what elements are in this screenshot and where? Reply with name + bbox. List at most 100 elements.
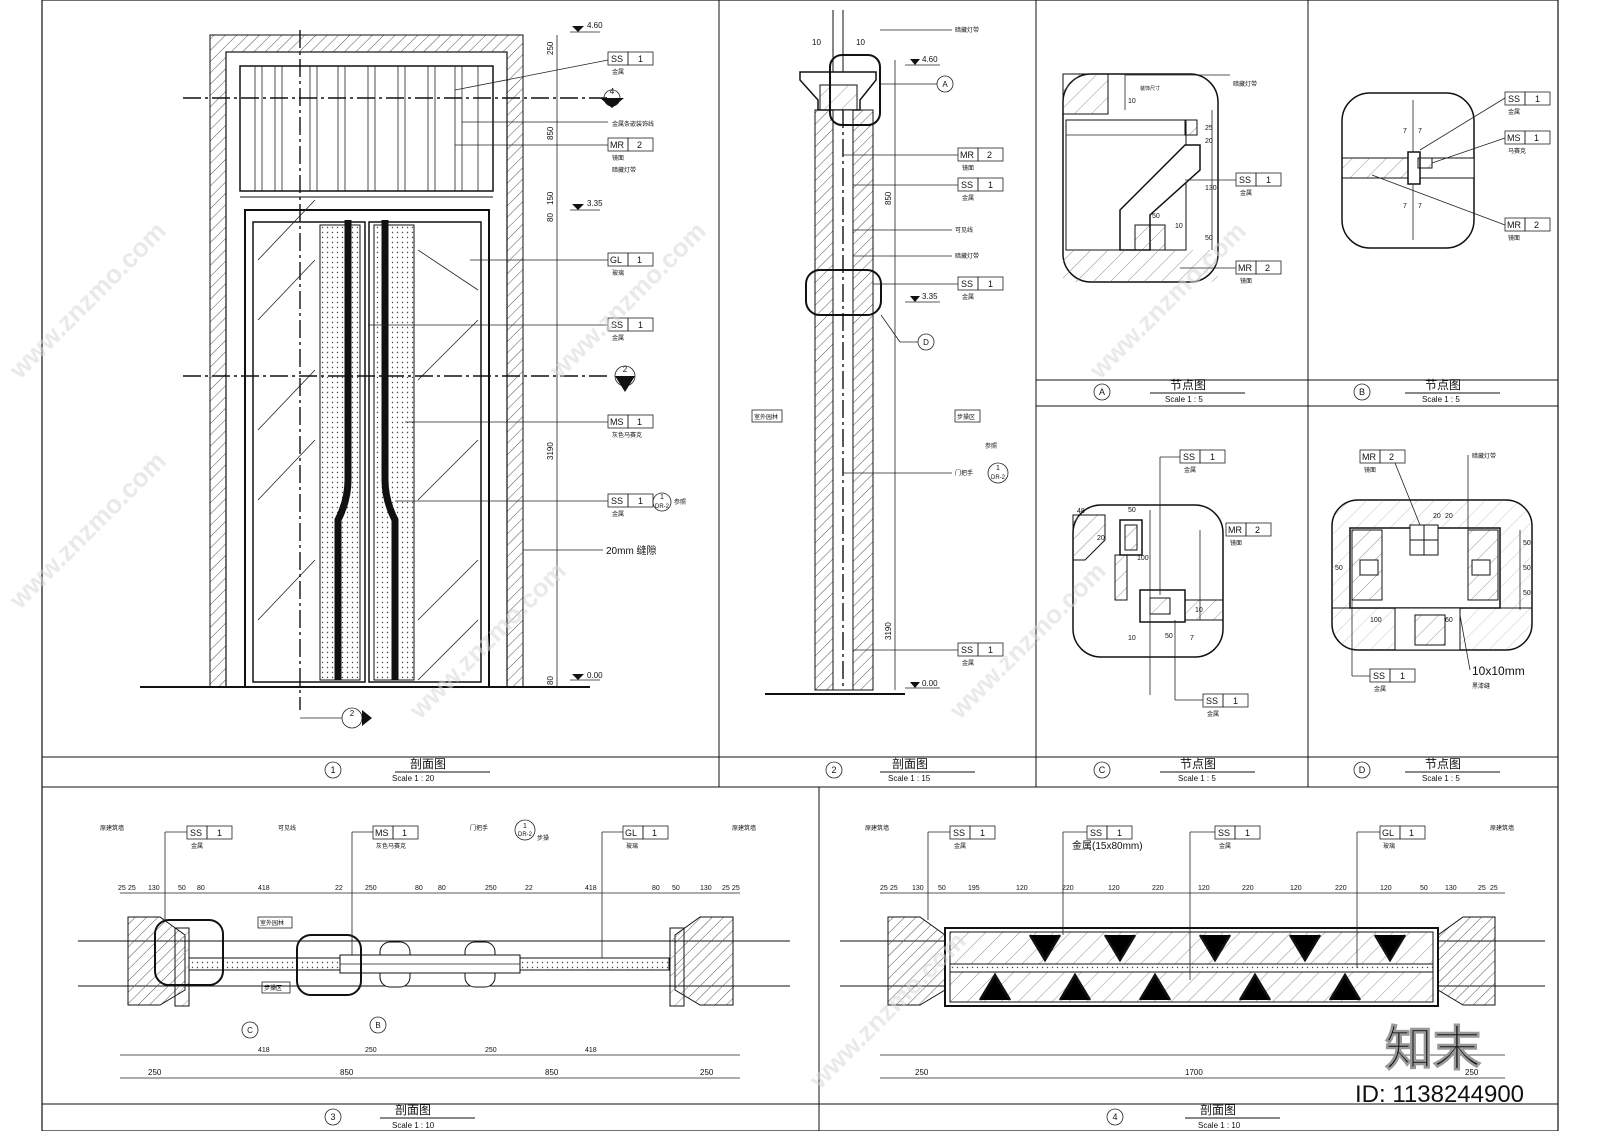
svg-text:1: 1 [1210,452,1215,462]
svg-text:镜面: 镜面 [1508,234,1520,242]
svg-text:220: 220 [1242,885,1254,892]
svg-text:知末: 知末 [1385,1023,1481,1076]
svg-text:暗藏灯带: 暗藏灯带 [1472,452,1496,460]
svg-text:Scale 1 : 10: Scale 1 : 10 [392,1121,435,1130]
svg-text:250: 250 [700,1068,714,1077]
plan3-dims-bottom: 250 850 850 250 418 250 250 418 [120,1047,740,1079]
svg-text:金属: 金属 [191,842,203,850]
svg-text:2: 2 [987,150,992,160]
section-marker-3: 2 [614,365,636,392]
svg-text:25: 25 [880,885,888,892]
svg-text:20: 20 [1097,535,1105,542]
svg-text:7: 7 [1190,635,1194,642]
svg-text:Scale 1 : 15: Scale 1 : 15 [888,774,931,783]
svg-text:马赛克: 马赛克 [1508,147,1526,155]
svg-text:节点图: 节点图 [1180,757,1216,771]
svg-text:A: A [1099,387,1105,397]
svg-text:SS: SS [1218,828,1230,838]
svg-text:25: 25 [1205,125,1213,132]
plan-section-4: 25 25 130 50 195 120 220 120 220 120 220… [840,824,1545,1079]
svg-text:金属: 金属 [1240,189,1252,197]
svg-text:DR-2: DR-2 [518,832,533,838]
svg-text:60: 60 [1445,617,1453,624]
brand-logo: 知末 ID: 1138244900 [1355,1023,1524,1109]
svg-text:418: 418 [258,885,270,892]
svg-text:MR: MR [1238,263,1252,273]
svg-text:SS: SS [1206,696,1218,706]
svg-text:玻璃: 玻璃 [1383,842,1395,850]
svg-text:130: 130 [1205,185,1217,192]
svg-text:Scale 1 : 5: Scale 1 : 5 [1165,395,1203,404]
svg-text:100: 100 [1137,555,1149,562]
svg-text:150: 150 [546,191,555,205]
svg-text:SS: SS [961,180,973,190]
svg-text:参照: 参照 [674,498,686,506]
svg-text:金属: 金属 [1207,710,1219,718]
svg-text:50: 50 [1165,633,1173,640]
svg-text:50: 50 [938,885,946,892]
svg-text:1: 1 [988,279,993,289]
svg-text:1: 1 [1535,94,1540,104]
svg-text:418: 418 [585,1047,597,1054]
svg-text:250: 250 [365,1047,377,1054]
svg-text:SS: SS [961,279,973,289]
panel-title-3: 3 剖面图 Scale 1 : 10 [324,1103,475,1130]
level-markers: 4.60 3.35 0.00 [570,21,603,681]
svg-text:MS: MS [610,417,624,427]
svg-text:50: 50 [1152,213,1160,220]
svg-text:250: 250 [365,885,377,892]
svg-text:120: 120 [1380,885,1392,892]
svg-text:C: C [247,1026,253,1035]
svg-text:80: 80 [438,885,446,892]
svg-text:金属: 金属 [954,842,966,850]
panel-title-A: A 节点图 Scale 1 : 5 [1093,378,1245,404]
svg-text:MR: MR [1362,452,1376,462]
svg-text:Scale 1 : 5: Scale 1 : 5 [1422,395,1460,404]
svg-text:金属: 金属 [612,334,624,342]
svg-text:50: 50 [178,885,186,892]
callout-A: A [880,75,954,93]
svg-text:原建筑墙: 原建筑墙 [1490,824,1514,832]
svg-text:剖面图: 剖面图 [395,1103,431,1117]
plan-section-3: A C B 25 25 130 50 80 418 250 22 80 80 2… [78,819,790,1079]
svg-text:www.znzmo.com: www.znzmo.com [942,556,1111,725]
svg-text:50: 50 [1335,565,1343,572]
svg-text:镜面: 镜面 [1240,277,1252,285]
svg-text:金属: 金属 [962,659,974,667]
svg-text:SS: SS [611,496,623,506]
svg-text:3190: 3190 [884,622,893,640]
svg-text:GL: GL [1382,828,1394,838]
svg-text:SS: SS [1239,175,1251,185]
svg-text:Scale 1 : 10: Scale 1 : 10 [1198,1121,1241,1130]
svg-text:0.00: 0.00 [587,671,603,680]
svg-text:A: A [942,80,948,89]
svg-text:1: 1 [638,54,643,64]
svg-text:节点图: 节点图 [1425,378,1461,392]
svg-text:金属: 金属 [612,68,624,76]
svg-text:MR: MR [1507,220,1521,230]
svg-text:10: 10 [1128,635,1136,642]
svg-text:10: 10 [812,38,821,47]
svg-text:1: 1 [402,828,407,838]
svg-text:20: 20 [1433,513,1441,520]
svg-text:门把手: 门把手 [955,469,973,477]
svg-text:MS: MS [375,828,389,838]
svg-text:1: 1 [217,828,222,838]
svg-text:20: 20 [1205,138,1213,145]
svg-text:25: 25 [732,885,740,892]
svg-text:SS: SS [953,828,965,838]
svg-text:50: 50 [1523,540,1531,547]
svg-text:130: 130 [912,885,924,892]
svg-text:4: 4 [610,87,615,96]
svg-text:2: 2 [831,765,836,775]
svg-text:1: 1 [1409,828,1414,838]
